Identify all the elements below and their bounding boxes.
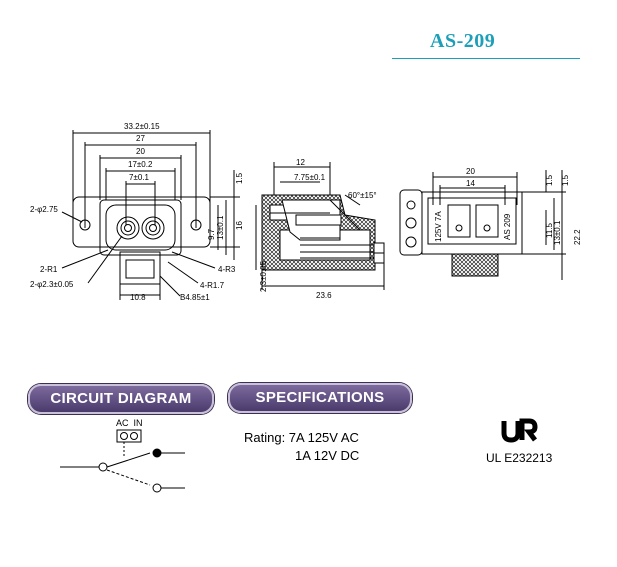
dim-rear-width-20: 20: [466, 167, 475, 176]
dim-height-13: 13±0.1: [216, 215, 225, 240]
dim-inner-width: 17±0.2: [128, 160, 153, 169]
rear-view: [399, 170, 566, 280]
title-underline: [392, 58, 580, 59]
dim-flange: 1.5: [235, 172, 244, 184]
rear-rating-text: 125V 7A: [434, 211, 443, 242]
dim-mount-spacing: 27: [136, 134, 145, 143]
dim-pin-hole: 2-φ2.3±0.05: [30, 280, 74, 289]
dim-rear-height-115: 11.5: [545, 222, 554, 238]
ur-mark-icon: [501, 418, 538, 443]
dim-pin-spacing: 7±0.1: [129, 173, 150, 182]
dim-body-width: 20: [136, 147, 145, 156]
dim-angle: 60°±15°: [348, 191, 377, 200]
dim-height-16: 16: [235, 221, 244, 230]
specifications-header: SPECIFICATIONS: [228, 383, 412, 413]
rear-model-text: AS 209: [503, 213, 512, 240]
ur-logo: [500, 415, 538, 445]
side-view-dimensions: 12 7.75±0.1 60°±15° 2.3±0.05 23.6: [259, 158, 377, 300]
front-view: [61, 130, 240, 300]
model-title: AS-209: [430, 30, 496, 52]
dim-top-775: 7.75±0.1: [294, 173, 326, 182]
dim-overall-width: 33.2±0.15: [124, 122, 160, 131]
circuit-diagram-header: CIRCUIT DIAGRAM: [28, 384, 214, 414]
dim-radius-3: 4-R3: [218, 265, 236, 274]
dim-radius-1: 2-R1: [40, 265, 58, 274]
dim-base-width: 10.8: [130, 293, 146, 302]
rear-view-labels: 125V 7A AS 209 20 14 1.5 1.5 11.5 13±0.1…: [434, 167, 582, 245]
side-view: [255, 162, 385, 290]
dim-rear-height-13: 13±0.1: [553, 220, 562, 245]
dim-rear-side-15a: 1.5: [545, 174, 554, 186]
dim-rear-width-14: 14: [466, 179, 475, 188]
dim-rear-side-15b: 1.5: [561, 174, 570, 186]
dim-height-97: 9.7: [207, 228, 216, 240]
dim-rear-height-222: 22.2: [573, 229, 582, 245]
ac-in-label: AC IN: [116, 418, 143, 428]
rating-line-1: Rating: 7A 125V AC: [244, 430, 359, 445]
dim-b: B4.85±1: [180, 293, 210, 302]
dim-depth: 23.6: [316, 291, 332, 300]
rating-line-2: 1A 12V DC: [295, 448, 360, 463]
dim-radius-17: 4-R1.7: [200, 281, 225, 290]
front-view-dimensions: 33.2±0.15 27 20 17±0.2 7±0.1 2-φ2.75 2-R…: [30, 122, 244, 302]
ul-number: UL E232213: [486, 451, 553, 465]
dim-mount-hole: 2-φ2.75: [30, 205, 58, 214]
circuit-diagram: [60, 429, 185, 493]
dim-top-12: 12: [296, 158, 305, 167]
dim-pin-height: 2.3±0.05: [259, 260, 268, 292]
